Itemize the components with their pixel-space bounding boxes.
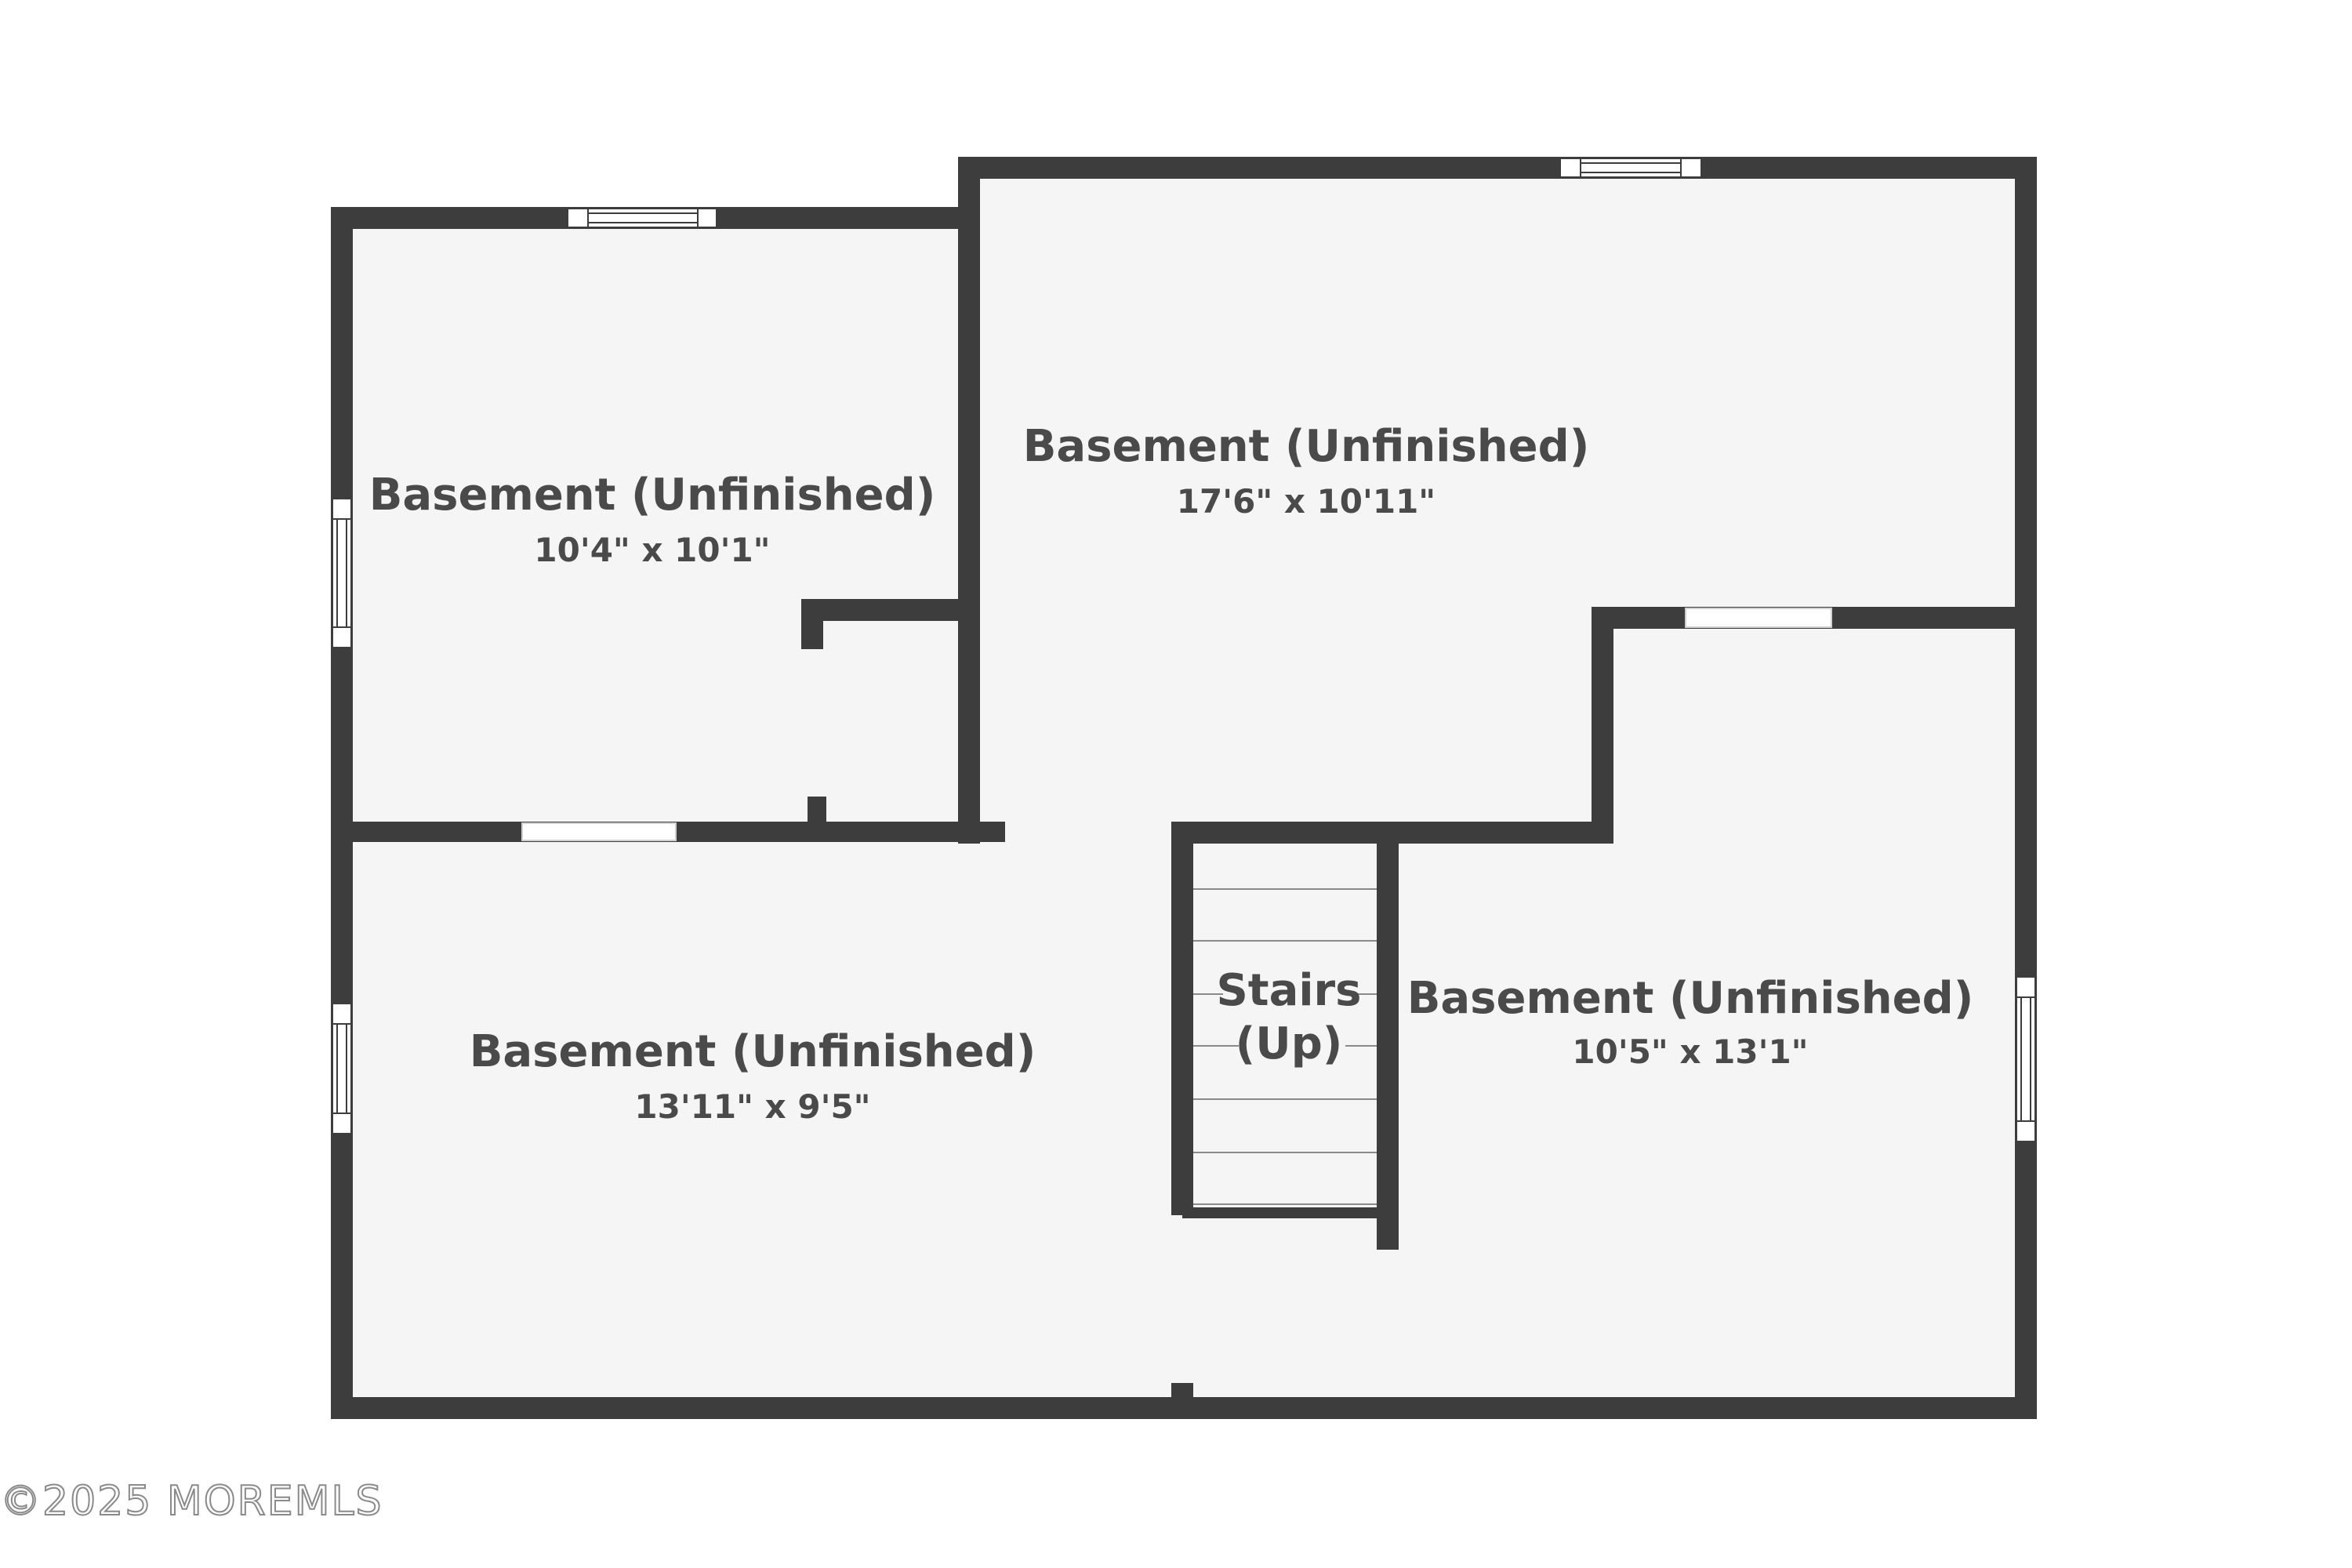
room-name-bottom-left: Basement (Unfinished) [470, 1026, 1036, 1077]
window-top-right [1559, 158, 1702, 178]
room-name-bottom-right: Basement (Unfinished) [1407, 973, 1974, 1024]
room-dimensions-bottom-left: 13'11" x 9'5" [634, 1087, 870, 1126]
window-left-lower [332, 1003, 352, 1134]
window-left-upper [332, 498, 352, 648]
windows [332, 158, 2036, 1142]
stairs-label: Stairs [1216, 965, 1361, 1016]
stairs-direction: (Up) [1236, 1018, 1343, 1069]
room-dimensions-top-right: 17'6" x 10'11" [1177, 482, 1436, 521]
openings [521, 608, 1832, 841]
opening-right-step [1685, 608, 1832, 628]
copyright-watermark: ©2025 MOREMLS [0, 1478, 383, 1525]
floor-area [334, 169, 2035, 1408]
room-name-top-left: Basement (Unfinished) [369, 470, 936, 521]
window-right [2016, 976, 2036, 1142]
window-top-left [567, 208, 717, 228]
stair-treads [1182, 888, 1380, 1218]
room-dimensions-bottom-right: 10'5" x 13'1" [1572, 1033, 1808, 1071]
opening-left-divider [521, 822, 677, 841]
room-name-top-right: Basement (Unfinished) [1023, 421, 1590, 472]
room-dimensions-top-left: 10'4" x 10'1" [534, 531, 770, 569]
